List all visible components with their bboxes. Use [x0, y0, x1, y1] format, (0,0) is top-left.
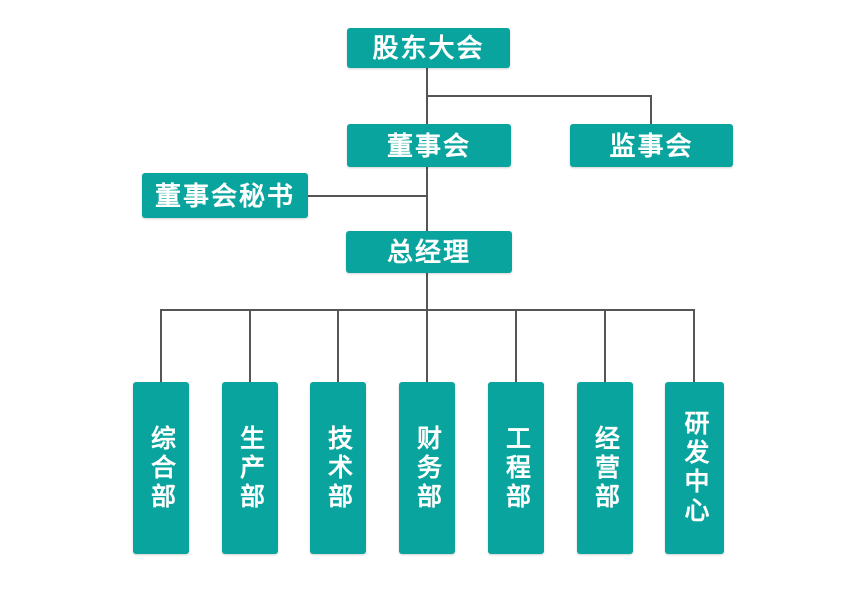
- connector-secretary: [307, 195, 427, 197]
- node-label: 董事会: [386, 130, 471, 161]
- connector-board-to-gm: [426, 166, 428, 231]
- connector-drop-rnd-center: [693, 310, 695, 382]
- node-label: 董事会秘书: [154, 180, 295, 211]
- connector-drop-dept-general-affairs: [160, 310, 162, 382]
- node-label: 工程部: [502, 424, 531, 512]
- connector-drop-dept-production: [249, 310, 251, 382]
- node-dept-production: 生产部: [222, 382, 278, 554]
- connector-gm-drop: [426, 272, 428, 310]
- connector-drop-dept-technology: [337, 310, 339, 382]
- node-label: 技术部: [324, 424, 353, 512]
- node-label: 财务部: [413, 424, 442, 512]
- node-general-manager: 总经理: [346, 231, 512, 273]
- node-dept-operations: 经营部: [577, 382, 633, 554]
- connector-drop-dept-finance: [426, 310, 428, 382]
- connector-drop-dept-operations: [604, 310, 606, 382]
- node-shareholders-meeting: 股东大会: [347, 28, 510, 68]
- node-label: 总经理: [386, 237, 471, 267]
- connector-drop-supervisory: [650, 95, 652, 124]
- node-label: 综合部: [147, 424, 176, 512]
- node-dept-general-affairs: 综合部: [133, 382, 189, 554]
- node-board-of-directors: 董事会: [347, 124, 511, 167]
- connector-shareholders-branch: [426, 95, 652, 97]
- node-label: 生产部: [236, 424, 265, 512]
- node-rnd-center: 研发中心: [665, 382, 724, 554]
- node-supervisory-board: 监事会: [570, 124, 733, 167]
- node-dept-technology: 技术部: [310, 382, 366, 554]
- node-label: 监事会: [609, 130, 694, 161]
- connector-drop-dept-engineering: [515, 310, 517, 382]
- node-label: 经营部: [591, 424, 620, 512]
- node-dept-finance: 财务部: [399, 382, 455, 554]
- node-board-secretary: 董事会秘书: [142, 173, 308, 218]
- node-dept-engineering: 工程部: [488, 382, 544, 554]
- node-label: 研发中心: [681, 410, 709, 526]
- node-label: 股东大会: [372, 33, 485, 63]
